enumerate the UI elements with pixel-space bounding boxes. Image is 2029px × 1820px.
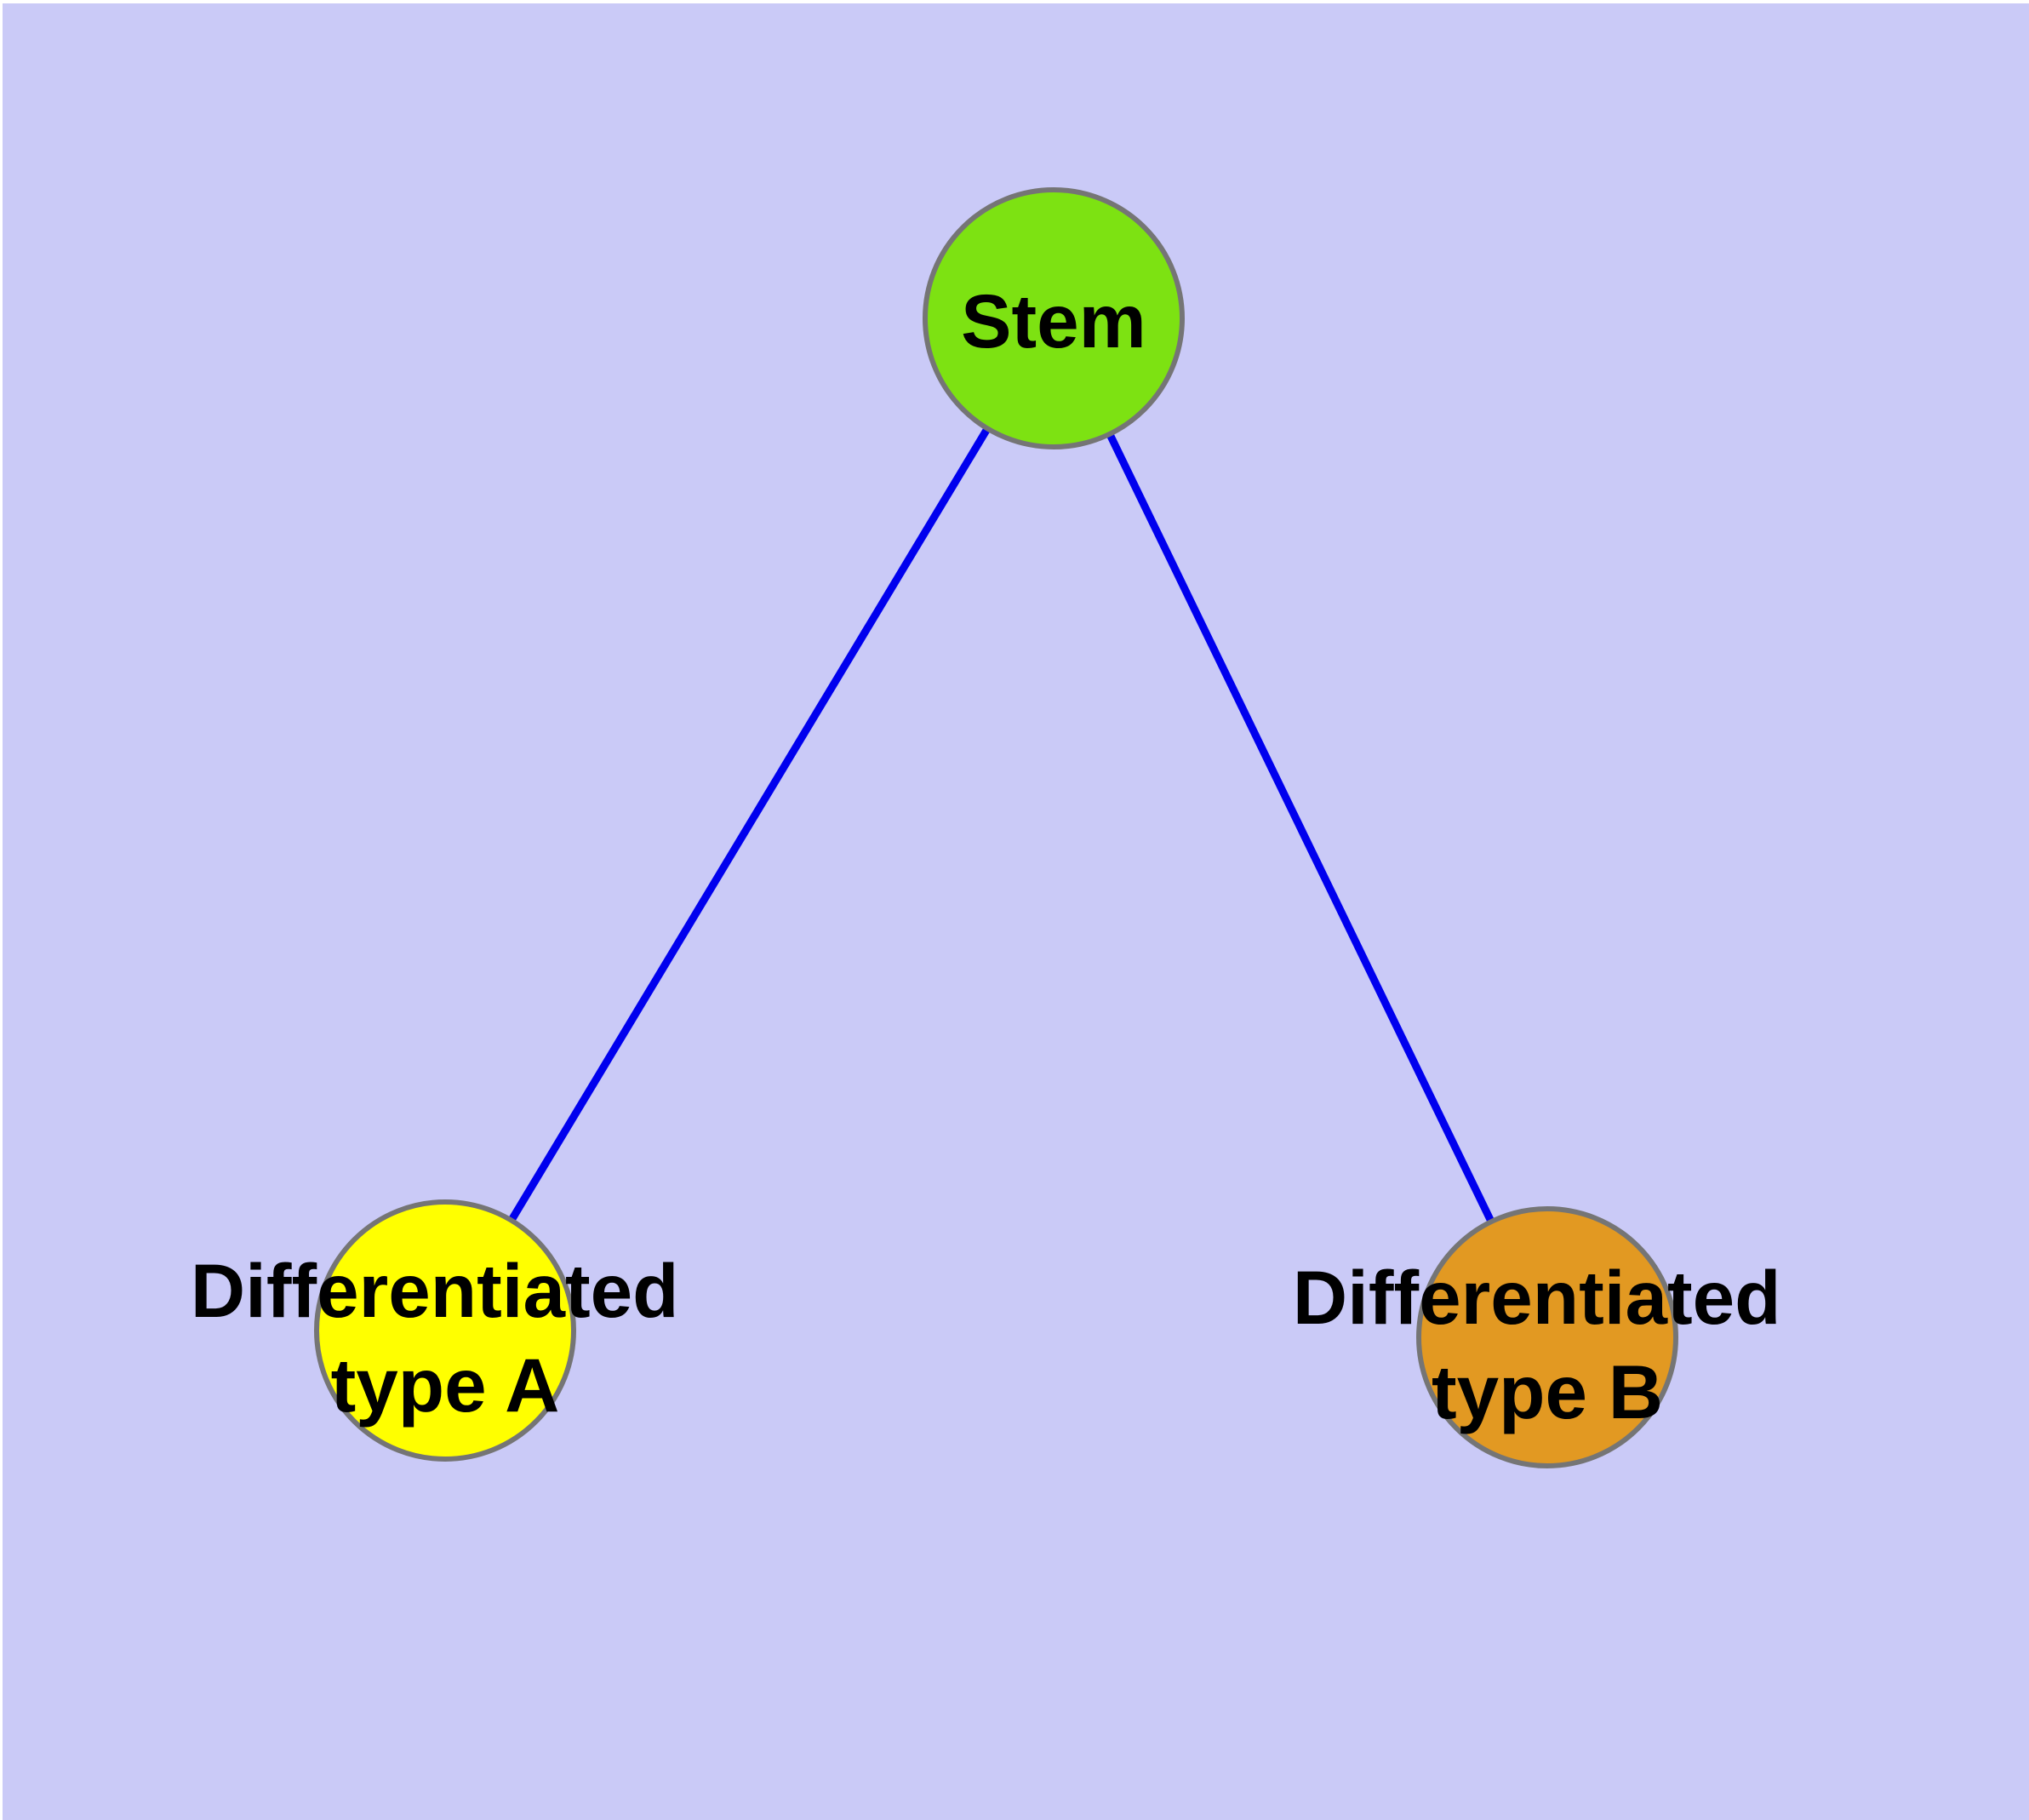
node-label-type-a-line1: Differentiated: [191, 1248, 679, 1333]
node-label-type-b-line2: type B: [1432, 1349, 1663, 1434]
edge-stem-to-type-b: [1049, 314, 1552, 1342]
node-label-type-b-line1: Differentiated: [1293, 1255, 1781, 1340]
node-type-a: [314, 1199, 576, 1462]
node-type-b: [1416, 1206, 1678, 1468]
node-label-type-a-line2: type A: [331, 1342, 560, 1428]
node-stem: [923, 187, 1185, 449]
node-label-stem: Stem: [961, 278, 1146, 363]
node-label-type-a: Differentiated type A: [191, 1248, 700, 1428]
edge-stem-to-type-a: [441, 314, 1058, 1335]
node-label-type-b: Differentiated type B: [1293, 1255, 1802, 1434]
